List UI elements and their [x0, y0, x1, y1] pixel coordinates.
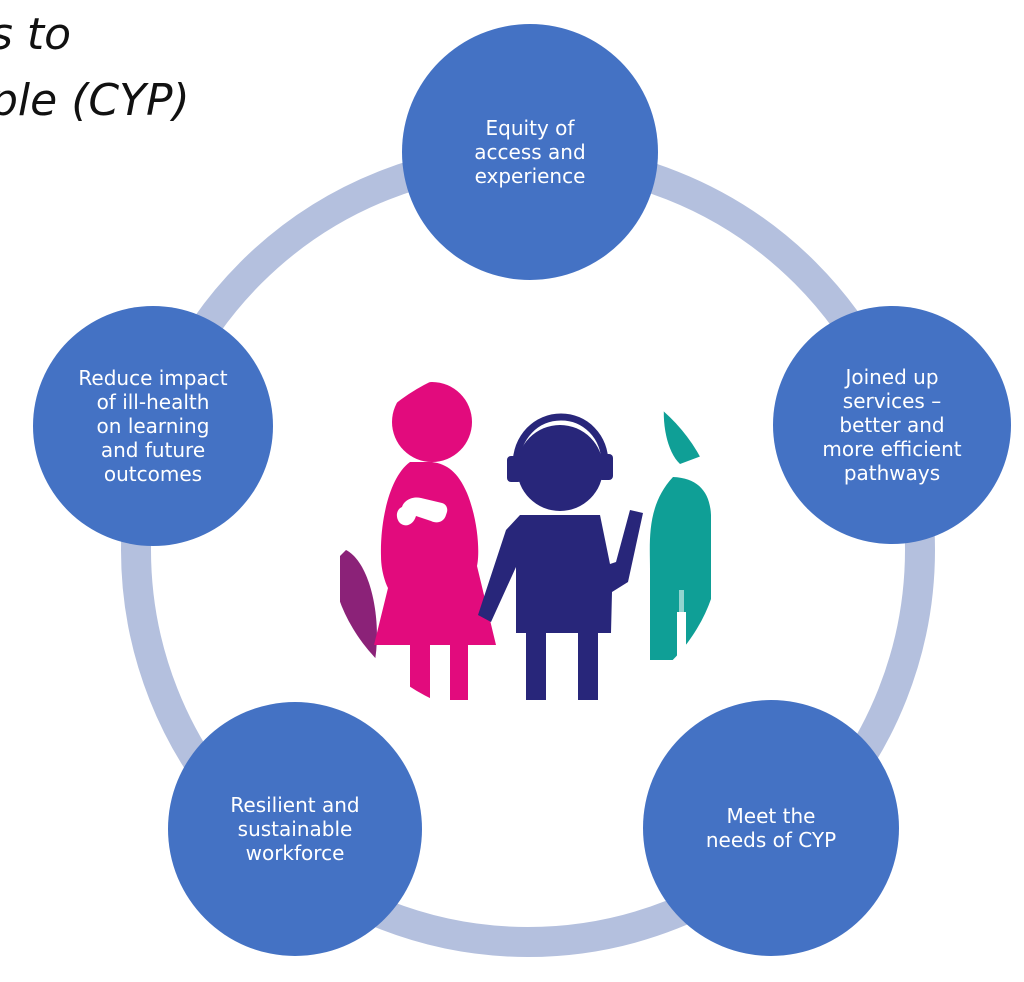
title-fragment: s to ple (CYP)	[0, 6, 190, 238]
node-bottom-right-label: Meet the needs of CYP	[705, 804, 837, 852]
navy-head	[517, 425, 603, 511]
teal-leg-divider	[679, 590, 684, 642]
teal-body	[649, 477, 711, 660]
node-equity-of-access: Equity of access and experience	[402, 24, 658, 280]
family-illustration-svg	[340, 382, 712, 700]
magenta-body	[374, 462, 496, 700]
teal-head	[663, 397, 712, 464]
purple-figure-fragment	[340, 550, 377, 682]
baby-icon	[396, 497, 448, 526]
headphone-left	[507, 456, 522, 482]
node-left-label: Reduce impact of ill-health on learning …	[78, 366, 228, 486]
node-meet-needs: Meet the needs of CYP	[643, 700, 899, 956]
headphones	[512, 413, 609, 467]
headphone-right	[598, 454, 613, 480]
navy-body	[478, 510, 643, 700]
node-reduce-impact: Reduce impact of ill-health on learning …	[33, 306, 273, 546]
node-joined-up-services: Joined up services – better and more eff…	[773, 306, 1011, 544]
magenta-head	[392, 382, 472, 462]
node-right-label: Joined up services – better and more eff…	[822, 365, 962, 485]
node-resilient-workforce: Resilient and sustainable workforce	[168, 702, 422, 956]
title-line-2: ple (CYP)	[0, 75, 190, 126]
title-line-1: s to	[0, 9, 72, 60]
family-illustration	[330, 360, 720, 720]
node-top-label: Equity of access and experience	[474, 116, 586, 188]
node-bottom-left-label: Resilient and sustainable workforce	[230, 793, 360, 865]
